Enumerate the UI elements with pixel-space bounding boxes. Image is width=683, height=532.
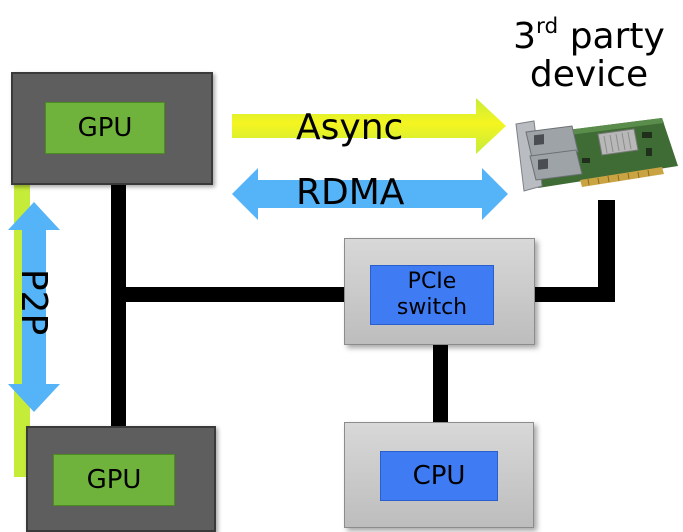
horizontal-bus-to-switch bbox=[111, 287, 347, 302]
cpu-chip: CPU bbox=[380, 451, 498, 501]
gpu-bottom-box: GPU bbox=[26, 426, 216, 532]
pcie-switch-line1: PCIe bbox=[407, 268, 457, 294]
pcie-switch-line2: switch bbox=[396, 295, 468, 320]
gpu-top-label: GPU bbox=[77, 113, 133, 143]
async-arrow bbox=[232, 98, 506, 154]
switch-to-cpu-bus bbox=[433, 345, 448, 423]
third-party-line2: device bbox=[529, 53, 649, 95]
p2p-arrow bbox=[8, 202, 60, 412]
network-card-image bbox=[515, 118, 678, 192]
third-party-device-title: 3rd party device bbox=[494, 13, 683, 95]
device-vertical-bus bbox=[598, 200, 615, 302]
gpu-top-box: GPU bbox=[11, 72, 213, 185]
rdma-arrow bbox=[232, 168, 508, 220]
cpu-box: CPU bbox=[344, 422, 534, 528]
gpu-bottom-label: GPU bbox=[86, 465, 142, 495]
gpu-vertical-bus bbox=[111, 185, 126, 430]
rdma-label: RDMA bbox=[296, 172, 405, 213]
async-label: Async bbox=[296, 107, 404, 148]
third-party-line1: 3rd party bbox=[513, 13, 665, 57]
p2p-label: P2P bbox=[13, 268, 54, 336]
pcie-switch-chip: PCIe switch bbox=[370, 265, 494, 325]
pcie-switch-box: PCIe switch bbox=[344, 238, 535, 345]
gpu-top-chip: GPU bbox=[45, 102, 165, 154]
cpu-label: CPU bbox=[412, 461, 466, 491]
switch-to-device-bus-horizontal bbox=[535, 287, 615, 302]
gpu-bottom-chip: GPU bbox=[53, 454, 175, 506]
